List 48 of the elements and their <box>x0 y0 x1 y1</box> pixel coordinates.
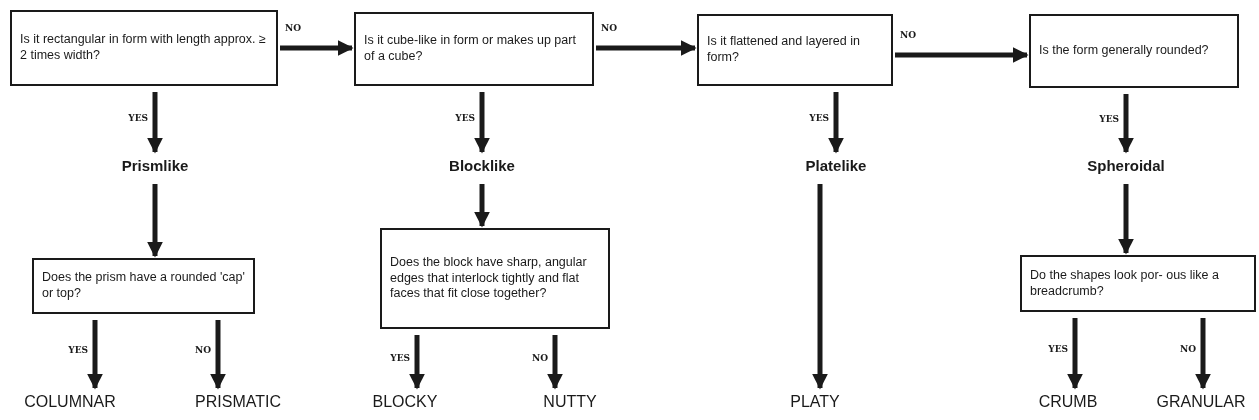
arrow <box>1118 94 1134 154</box>
category-label: Prismlike <box>100 154 210 178</box>
category-label: Blocklike <box>427 154 537 178</box>
edge-label: YES <box>67 346 89 355</box>
result-label: CRUMB <box>1018 390 1118 414</box>
edge-label: NO <box>530 353 549 363</box>
result-label: BLOCKY <box>355 390 455 414</box>
edge-label: YES <box>454 114 476 123</box>
edge-label: YES <box>1098 115 1120 124</box>
edge-label: NO <box>284 24 303 33</box>
edge-label: NO <box>899 31 918 40</box>
arrow <box>1067 318 1083 390</box>
arrow <box>596 40 697 56</box>
question-box: Is the form generally rounded? <box>1029 14 1239 88</box>
arrow <box>280 40 354 56</box>
edge-label: YES <box>389 353 411 363</box>
arrow <box>147 92 163 154</box>
edge-label: YES <box>127 114 149 123</box>
edge-label: NO <box>600 24 619 33</box>
result-label: PRISMATIC <box>183 390 293 414</box>
arrow <box>1118 184 1134 255</box>
result-label: PLATY <box>765 390 865 414</box>
edge-label: NO <box>1178 345 1197 354</box>
question-box: Is it rectangular in form with length approx. ≥ 2 times width? <box>10 10 278 86</box>
arrow <box>210 320 226 390</box>
category-label: Spheroidal <box>1071 154 1181 178</box>
question-box: Does the prism have a rounded 'cap' or top? <box>32 258 255 314</box>
arrow <box>895 47 1029 63</box>
arrow <box>812 184 828 390</box>
category-label: Platelike <box>781 154 891 178</box>
edge-label: NO <box>193 346 212 355</box>
arrow <box>409 335 425 390</box>
arrow <box>87 320 103 390</box>
arrow <box>147 184 163 258</box>
question-box: Is it cube-like in form or makes up part of a cube? <box>354 12 594 86</box>
result-label: COLUMNAR <box>15 390 125 414</box>
result-label: NUTTY <box>520 390 620 414</box>
question-box: Is it flattened and layered in form? <box>697 14 893 86</box>
edge-label: YES <box>1047 345 1069 354</box>
result-label: GRANULAR <box>1145 390 1257 414</box>
arrow <box>547 335 563 390</box>
question-box: Does the block have sharp, angular edges that interlock tightly and flat faces that fit close together? <box>380 228 610 329</box>
question-box: Do the shapes look por- ous like a breadcrumb? <box>1020 255 1256 312</box>
arrow <box>474 92 490 154</box>
arrow <box>1195 318 1211 390</box>
arrow <box>828 92 844 154</box>
arrow <box>474 184 490 228</box>
edge-label: YES <box>808 114 830 123</box>
